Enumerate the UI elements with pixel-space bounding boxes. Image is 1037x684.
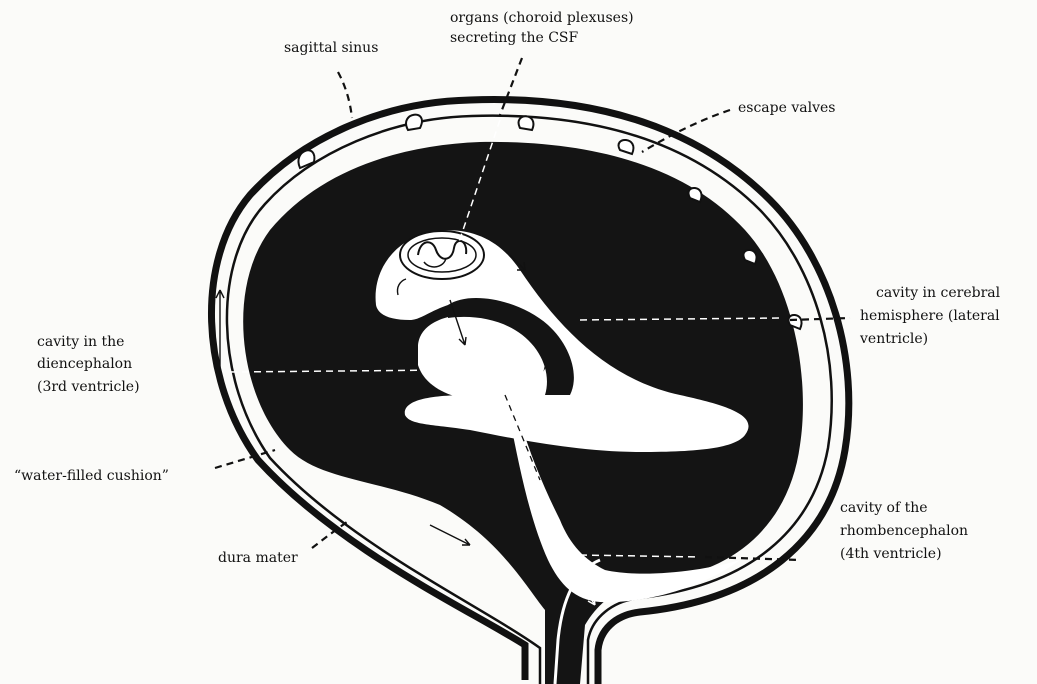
label-dien-line1: cavity in the [37,334,124,350]
label-cerebral-line2: hemisphere (lateral [860,308,1000,324]
label-dien-line3: (3rd ventricle) [37,379,140,395]
leader-sagittal [338,72,352,118]
label-rhomb-line2: rhombencephalon [840,523,968,539]
label-organs-line2: secreting the CSF [450,30,579,46]
label-cerebral-line3: ventricle) [859,331,928,347]
label-rhomb-line1: cavity of the [840,500,928,516]
label-cerebral-line1: cavity in cerebral [876,285,1001,301]
label-dura-mater: dura mater [218,550,298,566]
label-escape-valves: escape valves [738,100,835,116]
label-organs-line1: organs (choroid plexuses) [450,10,634,26]
leader-escape [642,110,730,152]
label-dien-line2: diencephalon [37,356,132,372]
flow-arrow-bottom [430,525,470,545]
choroid-plexus [400,231,484,279]
leader-organs [500,58,522,115]
label-sagittal-sinus: sagittal sinus [284,40,378,56]
label-rhomb-line3: (4th ventricle) [840,546,942,562]
label-cushion: “water-filled cushion” [14,468,169,484]
